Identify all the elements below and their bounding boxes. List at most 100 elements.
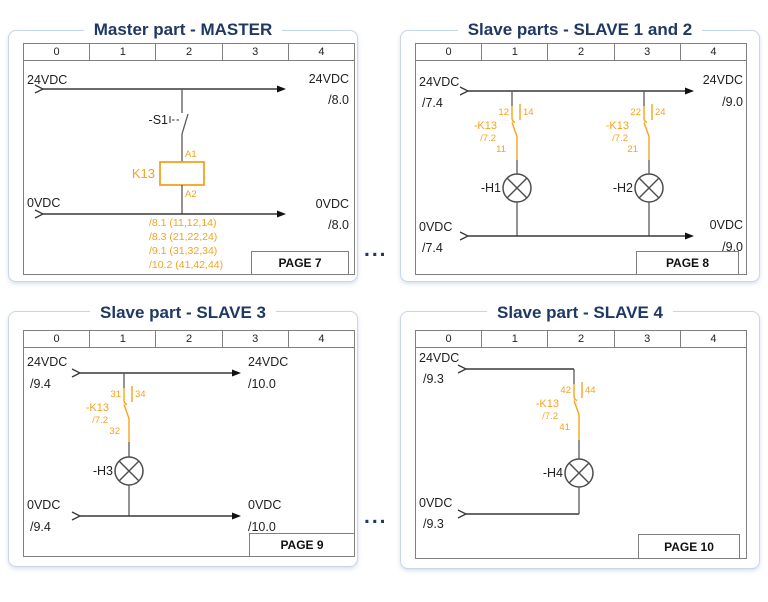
rail-ref: /7.4 <box>422 241 443 255</box>
panel-slave4-title-text: Slave part - SLAVE 4 <box>487 303 673 322</box>
panel-slave12-card: Slave parts - SLAVE 1 and 2 0 1 2 3 4 24… <box>400 20 760 282</box>
panel-slave4-column-headers: 0 1 2 3 4 <box>415 330 747 348</box>
rail-arrowhead-icon <box>232 369 241 377</box>
page-number-label: PAGE 8 <box>665 256 710 270</box>
panel-master-title: Master part - MASTER <box>9 20 357 40</box>
k13-contact-branch: 42 44 -K13 /7.2 41 -H4 <box>536 382 596 514</box>
column-header-4: 4 <box>318 333 325 345</box>
k13-contact-branch-1: 12 14 -K13 /7.2 11 -H1 <box>474 91 534 236</box>
page-number-box: PAGE 9 <box>249 533 355 557</box>
panel-master-card: Master part - MASTER 0 1 2 3 4 24VDC 24V… <box>8 20 358 282</box>
k13-coil-symbol: A1 K13 A2 <box>132 149 205 214</box>
continuation-dots: ... <box>364 238 388 261</box>
column-header-3: 3 <box>223 331 289 347</box>
rail-label: 24VDC <box>419 351 459 365</box>
rail-entry-arrow-icon <box>459 231 470 241</box>
contact-terminal-no: 14 <box>523 107 534 118</box>
panel-slave4-frame <box>415 330 747 559</box>
master-schematic-canvas: 24VDC 24VDC /8.0 -S1 A1 K13 A2 <box>27 72 349 271</box>
rail-ref: /9.0 <box>722 240 743 254</box>
page-number-label: PAGE 9 <box>280 538 324 552</box>
column-header-4: 4 <box>710 46 717 58</box>
column-header-1: 1 <box>90 331 157 347</box>
rail-entry-arrow-icon <box>34 209 45 219</box>
rail-entry-arrow-icon <box>71 511 82 521</box>
rail-label: 0VDC <box>419 496 452 510</box>
column-header-0: 0 <box>416 44 483 60</box>
column-header-1: 1 <box>90 44 157 60</box>
slave3-bottom-rail: 0VDC /9.4 0VDC /10.0 <box>27 498 281 534</box>
continuation-dots: ... <box>364 505 388 528</box>
lamp-label: -H3 <box>93 464 113 478</box>
s1-switch-symbol: -S1 <box>149 89 189 162</box>
lamp-label: -H1 <box>481 181 501 195</box>
panel-slave3-frame <box>23 330 355 557</box>
cross-ref-line: /9.1 (31,32,34) <box>149 245 217 257</box>
rail-ref: /7.4 <box>422 96 443 110</box>
cross-ref-line: /10.2 (41,42,44) <box>149 259 223 271</box>
master-top-rail: 24VDC 24VDC /8.0 <box>27 72 349 107</box>
page-number-box: PAGE 10 <box>638 534 740 559</box>
column-header-3: 3 <box>615 331 681 347</box>
rail-ref: /9.0 <box>722 95 743 109</box>
contact-coil-ref: /7.2 <box>612 133 628 144</box>
rail-arrowhead-icon <box>685 232 694 240</box>
rail-arrowhead-icon <box>232 512 241 520</box>
panel-master-frame <box>23 43 355 275</box>
panel-master-column-headers: 0 1 2 3 4 <box>23 43 355 61</box>
contact-name: -K13 <box>86 402 109 414</box>
rail-entry-arrow-icon <box>457 364 468 374</box>
column-header-1: 1 <box>482 44 549 60</box>
panel-master-title-text: Master part - MASTER <box>83 20 283 39</box>
column-header-2: 2 <box>156 331 223 347</box>
contact-terminal-nc: 12 <box>498 107 509 118</box>
page-number-label: PAGE 10 <box>664 539 714 554</box>
cross-ref-line: /8.3 (21,22,24) <box>149 231 217 243</box>
slave12-top-rail: 24VDC /7.4 24VDC /9.0 <box>419 73 743 110</box>
page-number-box: PAGE 8 <box>636 251 739 275</box>
column-header-3: 3 <box>223 44 289 60</box>
slave3-top-rail: 24VDC /9.4 24VDC /10.0 <box>27 355 288 391</box>
column-header-0: 0 <box>416 331 483 347</box>
column-header-1: 1 <box>482 331 549 347</box>
contact-terminal-common: 41 <box>559 422 570 433</box>
rail-label: 24VDC <box>27 355 67 369</box>
column-header-4: 4 <box>318 46 325 58</box>
contact-terminal-no: 24 <box>655 107 666 118</box>
panel-slave12-title: Slave parts - SLAVE 1 and 2 <box>401 20 759 40</box>
rail-label: 24VDC <box>703 73 743 87</box>
column-header-3: 3 <box>615 44 681 60</box>
k13-contact-branch: 31 34 -K13 /7.2 32 -H3 <box>86 373 146 516</box>
page-number-box: PAGE 7 <box>251 251 349 275</box>
panel-slave4-card: Slave part - SLAVE 4 0 1 2 3 4 24VDC /9.… <box>400 303 760 569</box>
panel-slave12-title-text: Slave parts - SLAVE 1 and 2 <box>457 20 703 39</box>
contact-name: -K13 <box>474 120 497 132</box>
panel-slave12-column-headers: 0 1 2 3 4 <box>415 43 747 61</box>
column-header-4: 4 <box>710 333 717 345</box>
rail-label: 0VDC <box>27 196 60 210</box>
rail-label: 0VDC <box>248 498 281 512</box>
rail-label: 24VDC <box>309 72 349 86</box>
rail-ref: /9.3 <box>423 517 444 531</box>
rail-label: 0VDC <box>27 498 60 512</box>
rail-entry-arrow-icon <box>71 368 82 378</box>
k13-contact-branch-2: 22 24 -K13 /7.2 21 -H2 <box>606 91 666 236</box>
panel-slave3-column-headers: 0 1 2 3 4 <box>23 330 355 348</box>
contact-name: -K13 <box>536 398 559 410</box>
rail-arrowhead-icon <box>277 85 286 93</box>
slave4-top-rail: 24VDC /9.3 <box>419 351 575 386</box>
rail-label: 24VDC <box>419 75 459 89</box>
rail-ref: /9.3 <box>423 372 444 386</box>
coil-terminal-a1: A1 <box>185 149 197 160</box>
rail-entry-arrow-icon <box>457 509 468 519</box>
coil-name: K13 <box>132 166 155 181</box>
slave12-schematic-canvas: 24VDC /7.4 24VDC /9.0 12 14 -K13 /7.2 11 <box>419 73 743 255</box>
panel-slave3-card: Slave part - SLAVE 3 0 1 2 3 4 24VDC /9.… <box>8 303 358 567</box>
column-header-0: 0 <box>24 44 91 60</box>
contact-terminal-no: 34 <box>135 389 146 400</box>
panel-slave4-title: Slave part - SLAVE 4 <box>401 303 759 323</box>
slave4-schematic-canvas: 24VDC /9.3 42 44 -K13 /7.2 41 - <box>419 351 596 531</box>
slave4-bottom-rail: 0VDC /9.3 <box>419 496 579 531</box>
contact-coil-ref: /7.2 <box>480 133 496 144</box>
